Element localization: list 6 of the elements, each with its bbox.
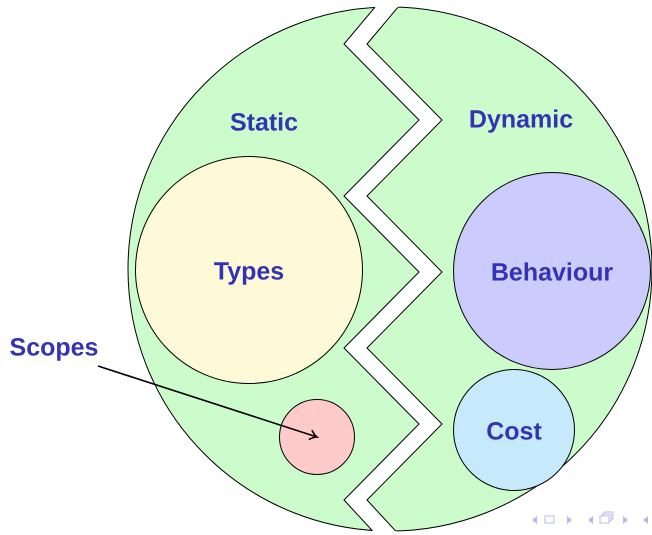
callout-label: Scopes bbox=[10, 336, 98, 360]
circle-label: Cost bbox=[486, 420, 542, 444]
region-label: Dynamic bbox=[468, 108, 574, 132]
circle-label: Behaviour bbox=[490, 260, 614, 286]
region-label: Static bbox=[230, 110, 298, 136]
circle-label: Types bbox=[214, 260, 284, 284]
